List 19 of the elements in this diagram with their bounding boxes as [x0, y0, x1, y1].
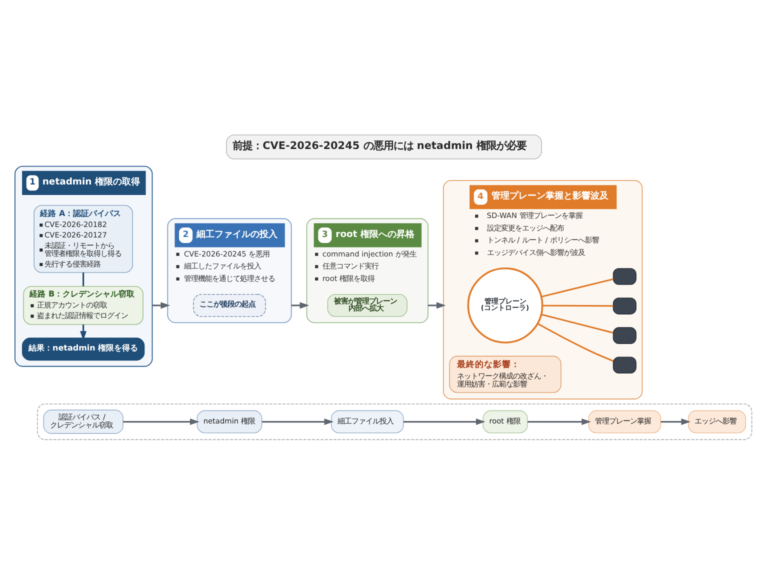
arrow: [528, 418, 592, 425]
connector: [82, 272, 84, 286]
node-box: [612, 356, 636, 374]
arrow: [428, 302, 446, 308]
diagram-title: 前提：CVE-2026-20245 の悪用には netadmin 権限が必要: [232, 140, 527, 152]
arrow: [152, 302, 170, 308]
connector: [542, 304, 614, 306]
arrow: [262, 418, 334, 425]
connector: [541, 278, 614, 298]
node-box: [612, 268, 636, 284]
arrow: [123, 418, 200, 425]
arrow: [660, 418, 691, 425]
arrow: [404, 418, 486, 425]
cluster: [37, 402, 752, 440]
arrow: [291, 302, 310, 308]
node-box: [612, 326, 636, 344]
node-box: [612, 297, 636, 314]
connector: [537, 322, 614, 362]
connector: [540, 313, 614, 334]
